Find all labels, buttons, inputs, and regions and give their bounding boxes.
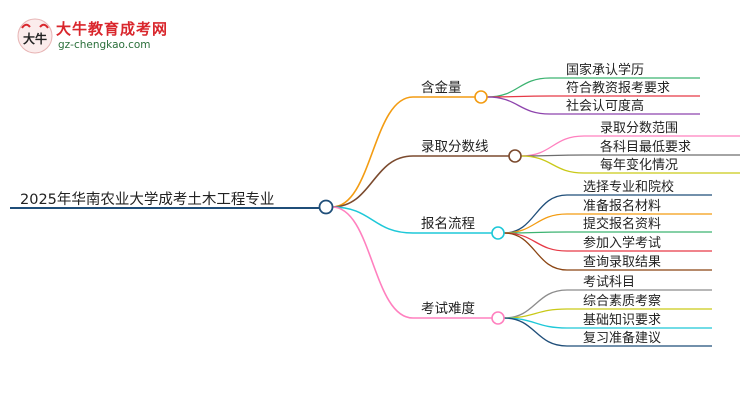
child-connector <box>486 77 551 98</box>
logo: 大牛 大牛教育成考网 gz-chengkao.com <box>16 14 176 58</box>
branch-node <box>491 226 505 240</box>
branch-label: 录取分数线 <box>421 139 489 155</box>
branch-connector <box>331 206 414 234</box>
branch-connector <box>331 155 414 208</box>
child-label: 参加入学考试 <box>583 235 661 251</box>
logo-mark-text: 大牛 <box>23 31 47 46</box>
child-label: 符合教资报考要求 <box>566 80 670 96</box>
child-label: 提交报名资料 <box>583 216 661 232</box>
branch-node <box>508 149 522 163</box>
child-label: 复习准备建议 <box>583 330 661 346</box>
bull-head-icon: 大牛 <box>17 18 53 54</box>
child-label: 查询录取结果 <box>583 255 661 270</box>
child-label: 社会认可度高 <box>566 98 644 114</box>
root-label: 2025年华南农业大学成考土木工程专业 <box>20 191 274 208</box>
child-label: 准备报名材料 <box>583 198 661 214</box>
branch-label: 考试难度 <box>421 301 475 317</box>
branch-label: 含金量 <box>421 80 462 96</box>
child-label: 各科目最低要求 <box>600 139 691 155</box>
child-label: 考试科目 <box>583 275 635 290</box>
child-connector <box>503 232 568 271</box>
child-label: 基础知识要求 <box>583 312 661 328</box>
logo-name: 大牛教育成考网 <box>56 20 169 38</box>
child-label: 录取分数范围 <box>600 121 678 136</box>
root-node <box>318 199 334 215</box>
branch-node <box>491 311 505 325</box>
logo-url: gz-chengkao.com <box>58 39 151 51</box>
child-connector <box>503 232 568 252</box>
branch-label: 报名流程 <box>421 216 475 232</box>
child-label: 选择专业和院校 <box>583 179 674 195</box>
child-connector <box>486 96 551 115</box>
child-label: 国家承认学历 <box>566 62 644 78</box>
branch-connector <box>331 206 414 319</box>
branch-node <box>474 90 488 104</box>
child-connector <box>520 135 585 157</box>
child-connector <box>503 317 568 347</box>
branch-connector <box>331 96 414 208</box>
child-connector <box>520 155 585 174</box>
child-connector <box>503 194 568 234</box>
child-label: 综合素质考察 <box>583 294 661 309</box>
child-label: 每年变化情况 <box>600 157 678 173</box>
child-connector <box>503 213 568 234</box>
